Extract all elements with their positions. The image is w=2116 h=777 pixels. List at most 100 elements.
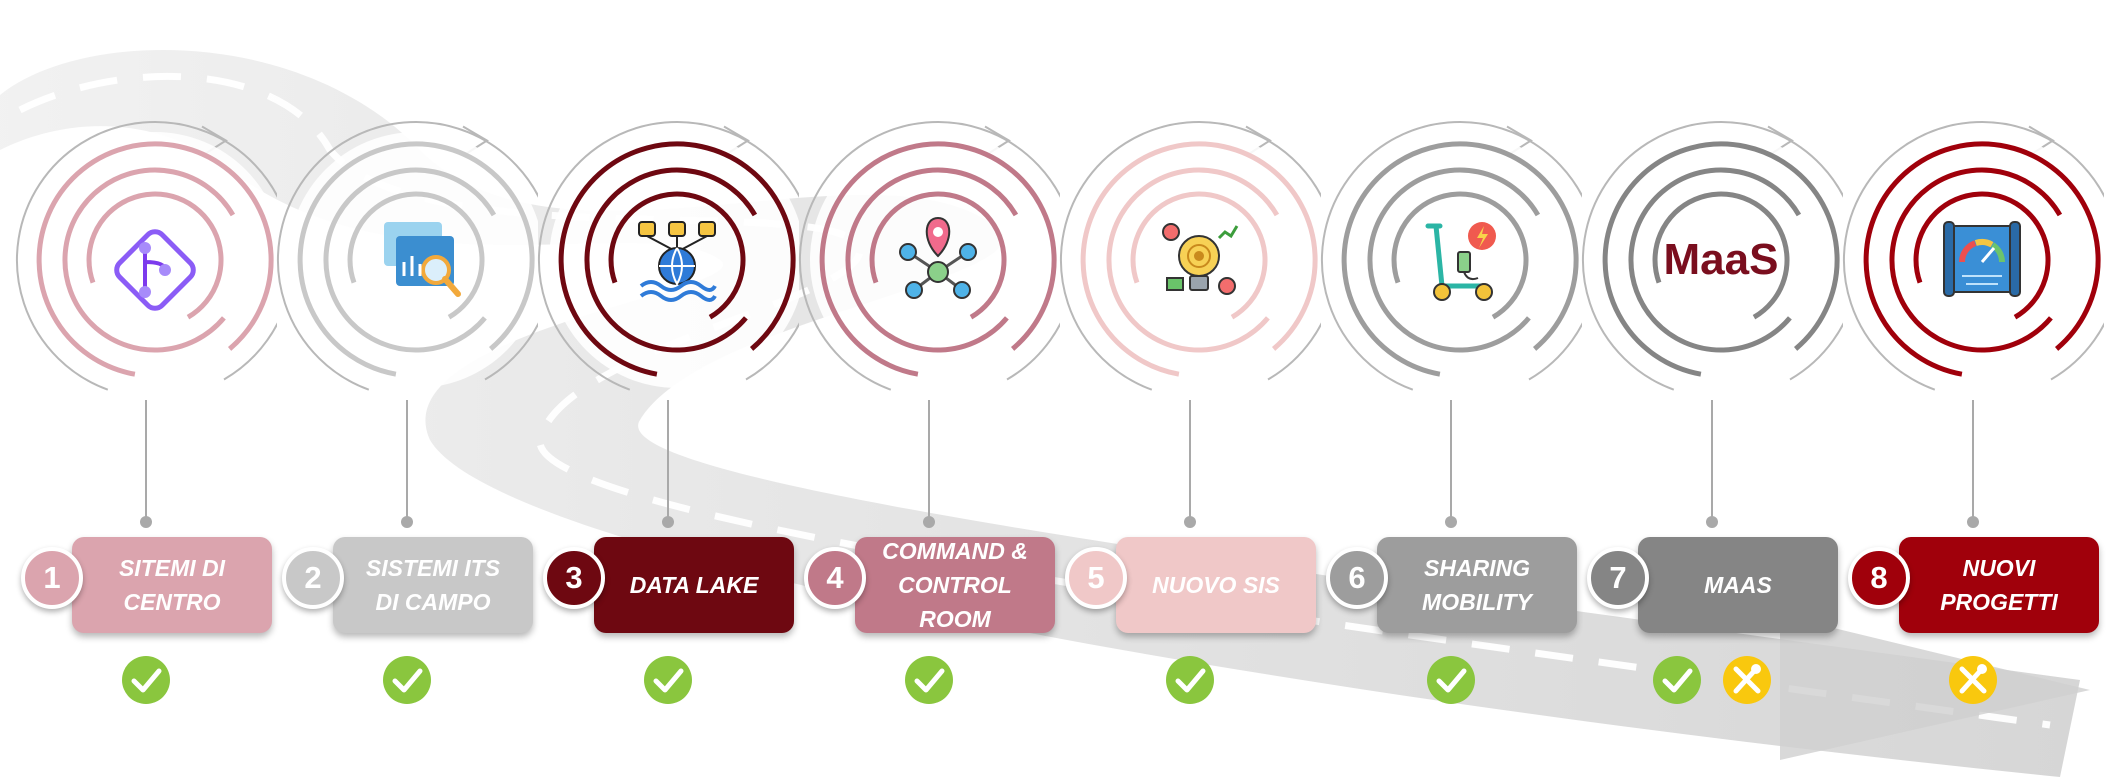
checkmark-icon (122, 656, 170, 704)
ring-arc-outer (558, 141, 796, 377)
smart-idea-icon (1162, 223, 1239, 295)
outer-ring (16, 121, 277, 391)
connector-line (1711, 400, 1713, 520)
ring-arc-inner (1652, 191, 1790, 320)
connector-dot (1706, 516, 1718, 528)
ring-arc-middle (323, 167, 497, 353)
connector-line (1972, 400, 1974, 520)
checkmark-icon (1166, 656, 1214, 704)
checkmark-icon (383, 656, 431, 704)
stage-2: SISTEMI ITS DI CAMPO 2 (276, 0, 538, 777)
ring-arc-middle (845, 167, 1019, 353)
stage-graphic (538, 121, 799, 391)
stage-label-box[interactable]: MAAS (1638, 537, 1838, 633)
stage-label-line: DATA LAKE (629, 572, 759, 598)
electric-scooter-icon (1425, 222, 1496, 301)
status-row (537, 655, 799, 707)
connector-line (406, 400, 408, 520)
connector-line (928, 400, 930, 520)
outer-ring (1060, 121, 1321, 391)
ring-arc-outer (297, 141, 535, 377)
stage-number-badge: 6 (1326, 547, 1388, 609)
ring-arc-outer (1602, 141, 1840, 377)
ring-arc-inner (1130, 191, 1268, 320)
stage-label-box[interactable]: SITEMI DI CENTRO (72, 537, 272, 633)
stage-label-box[interactable]: SISTEMI ITS DI CAMPO (333, 537, 533, 633)
git-branch-diamond-icon (114, 229, 196, 311)
stage-label-line: ROOM (919, 606, 991, 632)
ring-arc-middle (62, 167, 236, 353)
stage-number-badge: 8 (1848, 547, 1910, 609)
stage-label-line: SHARING (1423, 555, 1531, 581)
connector-line (667, 400, 669, 520)
status-row (1059, 655, 1321, 707)
stage-label-box[interactable]: NUOVO SIS (1116, 537, 1316, 633)
outer-ring (799, 121, 1060, 391)
ring-arc-middle (1889, 167, 2063, 353)
ring-arc-outer (1341, 141, 1579, 377)
road-arrowhead (1780, 615, 2090, 760)
tools-icon (1723, 656, 1771, 704)
stage-number-badge: 3 (543, 547, 605, 609)
ring-arc-middle (1367, 167, 1541, 353)
stage-label-line: SITEMI DI (118, 555, 226, 581)
connector-dot (1967, 516, 1979, 528)
stage-8: NUOVI PROGETTI 8 (1842, 0, 2104, 777)
outer-ring (1843, 121, 2104, 391)
stage-label-box[interactable]: COMMAND & CONTROL ROOM (855, 537, 1055, 633)
stage-6: SHARING MOBILITY 6 (1320, 0, 1582, 777)
network-location-icon (899, 216, 977, 299)
connector-line (1189, 400, 1191, 520)
ring-arc-inner (1391, 191, 1529, 320)
stage-graphic (277, 121, 538, 391)
status-row (1581, 655, 1843, 707)
status-row (798, 655, 1060, 707)
stage-3: DATA LAKE 3 (537, 0, 799, 777)
connector-dot (401, 516, 413, 528)
connector-dot (1184, 516, 1196, 528)
stage-label-line: PROGETTI (1940, 589, 2058, 615)
connector-dot (1445, 516, 1457, 528)
stage-label-line: CENTRO (123, 589, 221, 615)
maas-logo-text: MaaS (1664, 235, 1779, 284)
ring-arc-middle (1628, 167, 1802, 353)
stage-label-line: SISTEMI ITS (365, 555, 501, 581)
stage-1: SITEMI DI CENTRO 1 (15, 0, 277, 777)
stage-graphic (799, 121, 1060, 391)
ring-arc-middle (1106, 167, 1280, 353)
stage-graphic (1060, 121, 1321, 391)
outer-ring (277, 121, 538, 391)
data-analysis-icon (384, 222, 461, 297)
stage-number-badge: 1 (21, 547, 83, 609)
stage-number-badge: 2 (282, 547, 344, 609)
ring-arc-inner (347, 191, 485, 320)
stage-label-line: COMMAND & (882, 538, 1028, 564)
stage-label-box[interactable]: SHARING MOBILITY (1377, 537, 1577, 633)
outer-ring (538, 121, 799, 391)
status-row (276, 655, 538, 707)
stage-label-line: NUOVI (1962, 555, 2036, 581)
outer-ring (1321, 121, 1582, 391)
stage-label-line: DI CAMPO (375, 589, 491, 615)
ring-arc-inner (1913, 191, 2051, 320)
blueprint-gauge-icon (1943, 221, 2021, 297)
checkmark-icon (644, 656, 692, 704)
stage-graphic (16, 121, 277, 391)
stage-label-box[interactable]: DATA LAKE (594, 537, 794, 633)
maas-logo-icon: MaaS (1664, 235, 1779, 284)
stage-graphic (1321, 121, 1582, 391)
stage-graphic: MaaS (1582, 121, 1843, 391)
ring-arc-inner (86, 191, 224, 320)
data-lake-icon (638, 221, 717, 302)
stage-label-line: CONTROL (898, 572, 1012, 598)
stage-number-badge: 4 (804, 547, 866, 609)
stage-label-box[interactable]: NUOVI PROGETTI (1899, 537, 2099, 633)
stage-number-badge: 7 (1587, 547, 1649, 609)
ring-arc-outer (1080, 141, 1318, 377)
connector-line (145, 400, 147, 520)
stage-graphic (1843, 121, 2104, 391)
ring-arc-outer (1863, 141, 2101, 377)
stage-label-line: MOBILITY (1422, 589, 1532, 615)
